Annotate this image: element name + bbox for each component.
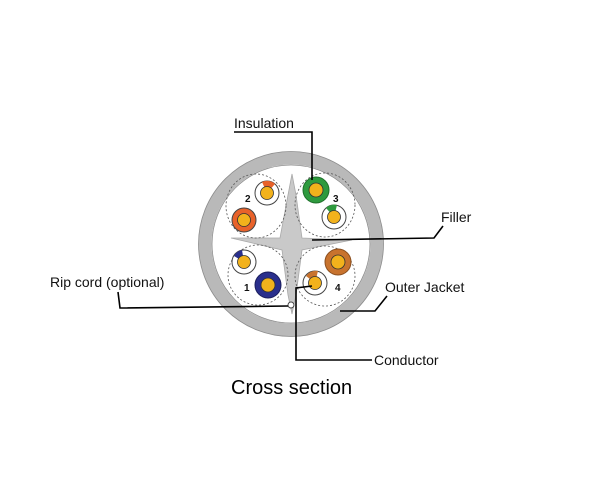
- rip-cord-label: Rip cord (optional): [50, 274, 164, 290]
- pair-number-1: 1: [244, 283, 250, 294]
- pair-number-2: 2: [245, 194, 251, 205]
- rip-cord-leader: [117, 291, 289, 309]
- pair-3: [302, 176, 347, 230]
- pair-4: [302, 248, 352, 296]
- rip-cord: [287, 301, 295, 309]
- inner-jacket-edge: [211, 164, 371, 324]
- diagram-caption: Cross section: [231, 377, 352, 399]
- insulation-label: Insulation: [234, 115, 294, 131]
- pair-outlines: [225, 172, 356, 307]
- pair-number-4: 4: [335, 283, 341, 294]
- outer-jacket-leader: [340, 295, 388, 312]
- pair-number-3: 3: [333, 194, 339, 205]
- pair-2: [231, 180, 280, 233]
- filler-leader: [311, 225, 444, 241]
- outer-jacket-label: Outer Jacket: [385, 279, 464, 295]
- conductor-label: Conductor: [374, 352, 439, 368]
- insulation-leader: [234, 131, 313, 180]
- outer-jacket-edge: [198, 151, 384, 337]
- filler-label: Filler: [441, 209, 472, 225]
- leader-lines: [117, 131, 444, 361]
- conductor-leader: [295, 285, 372, 361]
- pair-1: [231, 249, 282, 299]
